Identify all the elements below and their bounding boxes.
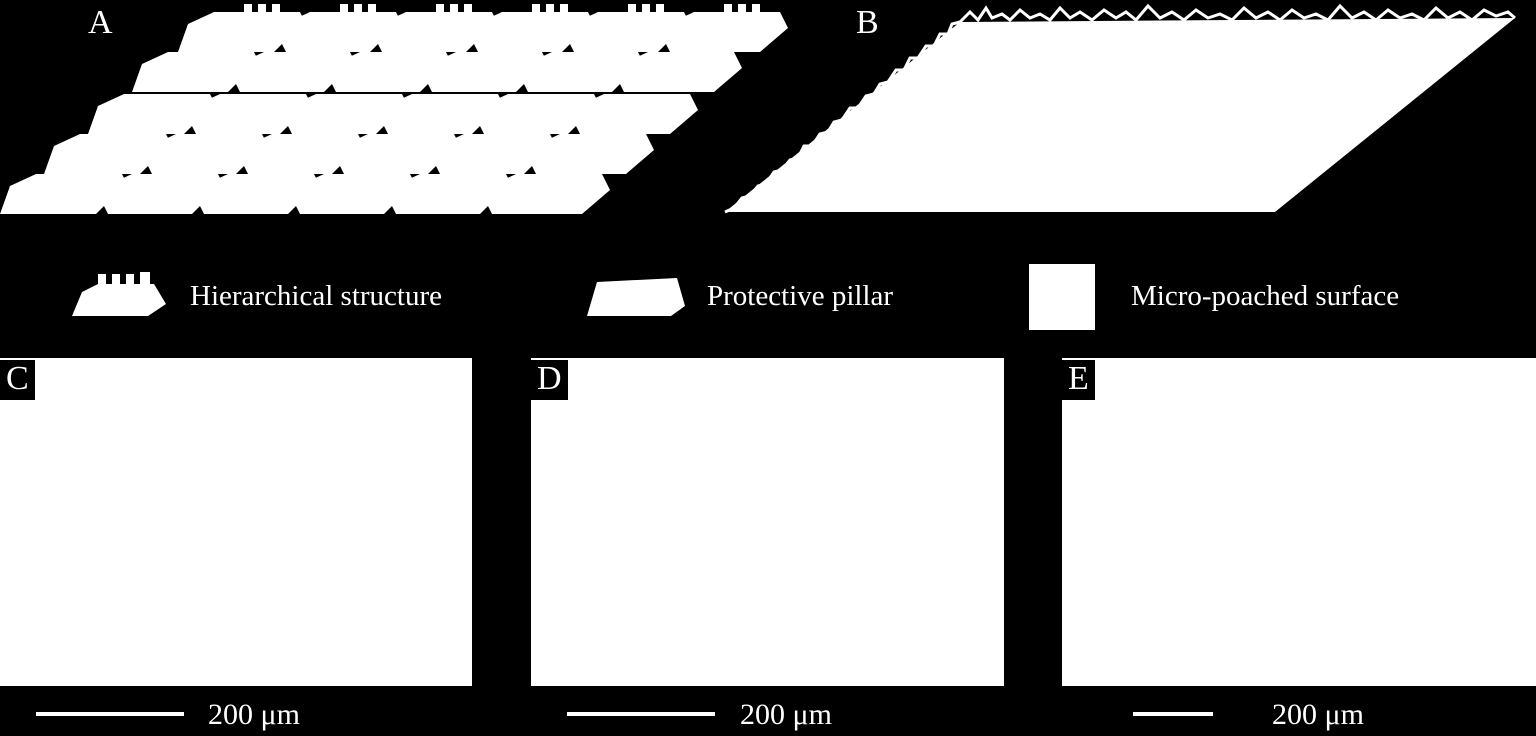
pillar (178, 4, 308, 52)
pillar (612, 52, 742, 92)
panel-label-b: B (856, 4, 879, 41)
pillar (192, 174, 322, 214)
panel-b: B (720, 0, 1536, 230)
pillar (562, 4, 692, 52)
pillar-gap (568, 126, 580, 134)
pillar-gap (420, 84, 432, 92)
pillar-gap (658, 44, 670, 52)
pillar-gap (192, 206, 204, 214)
pillar-gap (324, 84, 336, 92)
pillar-gap (480, 206, 492, 214)
pillar-gap (516, 84, 528, 92)
legend-label-hierarchical: Hierarchical structure (190, 280, 442, 312)
pillar-gap (612, 84, 624, 92)
pillar (516, 52, 646, 92)
pillar (236, 134, 366, 174)
pillar-gap (184, 126, 196, 134)
pillar (96, 174, 226, 214)
pillar-gap (280, 126, 292, 134)
panel-d-image (531, 358, 1004, 686)
pillar-gap (228, 84, 240, 92)
pillar (140, 134, 270, 174)
pillar (472, 94, 602, 134)
pillar (384, 174, 514, 214)
pillar-array-diagram (0, 4, 788, 214)
pillar-gap (370, 44, 382, 52)
pillar-gap (332, 166, 344, 174)
pillar (184, 94, 314, 134)
legend: Hierarchical structure Protective pillar… (0, 258, 1536, 338)
pillar (370, 4, 500, 52)
pillar (420, 52, 550, 92)
legend-label-pillar: Protective pillar (707, 280, 894, 312)
rough-surface-plane (725, 18, 1515, 212)
panel-e-image (1062, 358, 1536, 686)
pillar (658, 4, 788, 52)
scale-text-c: 200 μm (208, 698, 300, 731)
pillar-gap (524, 166, 536, 174)
legend-item-surface (1029, 264, 1097, 332)
panel-label-a: A (88, 4, 113, 41)
pillar-gap (288, 206, 300, 214)
legend-item-hierarchical (68, 268, 172, 318)
pillar (44, 134, 174, 174)
pillar-gap (376, 126, 388, 134)
pillar (88, 94, 218, 134)
legend-label-surface: Micro-poached surface (1131, 280, 1400, 312)
pillar-gap (466, 44, 478, 52)
panel-label-e: E (1062, 360, 1095, 400)
pillar-gap (428, 166, 440, 174)
pillar (428, 134, 558, 174)
scale-text-e: 200 μm (1272, 698, 1364, 731)
legend-item-pillar (585, 272, 689, 318)
panel-label-c: C (0, 360, 35, 400)
rough-edge-top (958, 3, 1516, 24)
scale-bar-e (1133, 712, 1213, 716)
pillar (480, 174, 610, 214)
panel-label-d: D (531, 360, 568, 400)
panel-a: A (0, 0, 810, 230)
pillar (228, 52, 358, 92)
pillar-gap (472, 126, 484, 134)
pillar (332, 134, 462, 174)
scale-bar-c (36, 712, 184, 716)
pillar-gap (562, 44, 574, 52)
pillar (466, 4, 596, 52)
scale-bar-d (567, 712, 715, 716)
pillar (0, 174, 130, 214)
micro-poached-surface-diagram (724, 3, 1516, 214)
protective-pillar-icon (587, 278, 685, 316)
pillar-gap (96, 206, 108, 214)
pillar (324, 52, 454, 92)
hierarchical-structure-icon (72, 272, 166, 316)
pillar-gap (140, 166, 152, 174)
scale-text-d: 200 μm (740, 698, 832, 731)
pillar (568, 94, 698, 134)
rough-edge-left (724, 20, 961, 214)
pillar (288, 174, 418, 214)
pillar (280, 94, 410, 134)
pillar-gap (236, 166, 248, 174)
pillar (524, 134, 654, 174)
pillar (132, 52, 262, 92)
micro-poached-surface-icon (1029, 264, 1095, 330)
panel-c-image (0, 358, 472, 686)
pillar-gap (384, 206, 396, 214)
pillar-gap (274, 44, 286, 52)
pillar (376, 94, 506, 134)
pillar (274, 4, 404, 52)
